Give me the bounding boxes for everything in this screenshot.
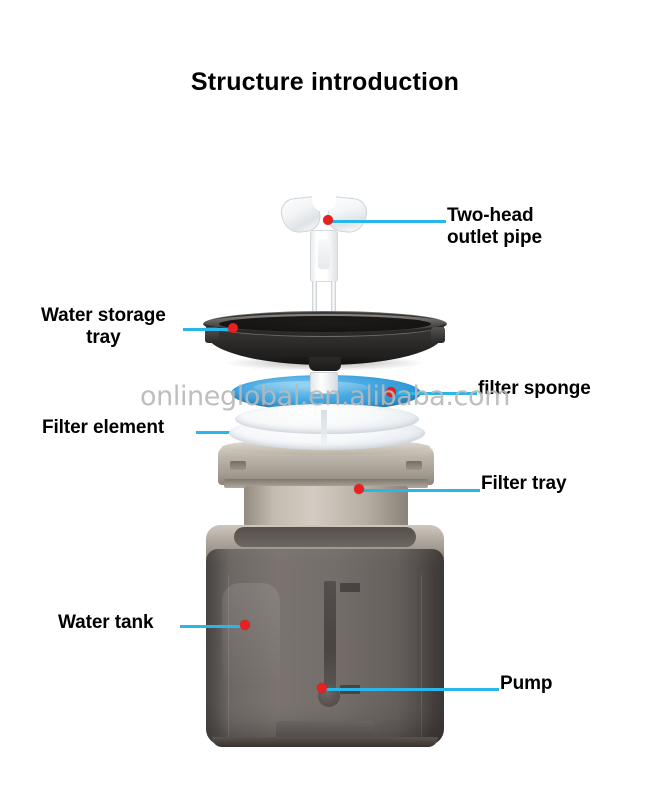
- water-tank-base: [212, 737, 438, 747]
- filter-element-upper-pad: [235, 404, 419, 434]
- filter-element-seam: [321, 410, 327, 444]
- hotspot-filter-sponge[interactable]: [386, 387, 396, 397]
- page-title: Structure introduction: [190, 68, 460, 96]
- outlet-pipe-stem: [310, 230, 338, 282]
- water-tank-edge-left: [228, 575, 229, 767]
- outlet-pipe-leg-left: [312, 281, 317, 316]
- part-filter-element[interactable]: [229, 404, 425, 452]
- callout-label-two-head-outlet-pipe: Two-head outlet pipe: [447, 205, 542, 249]
- callout-label-filter-tray: Filter tray: [481, 473, 567, 494]
- hotspot-two-head-outlet-pipe[interactable]: [323, 215, 333, 225]
- storage-tray-spout: [309, 357, 341, 371]
- filter-tray-clip-left: [230, 461, 246, 470]
- outlet-pipe-notch: [312, 196, 336, 212]
- water-tank-gloss: [222, 583, 280, 733]
- leader-line-filter-sponge: [391, 392, 477, 395]
- callout-label-pump: Pump: [500, 673, 553, 694]
- leader-line-two-head-outlet-pipe: [328, 220, 446, 223]
- leader-line-water-tank: [180, 625, 245, 628]
- water-tank-mouth: [234, 527, 416, 547]
- outlet-pipe-leg-right: [331, 281, 336, 316]
- water-level-indicator: [324, 581, 336, 691]
- water-tank-edge-right: [421, 575, 422, 767]
- filter-tray-lip: [224, 479, 428, 488]
- hotspot-water-storage-tray[interactable]: [228, 323, 238, 333]
- water-tank-foot: [276, 721, 374, 741]
- hotspot-pump[interactable]: [317, 683, 327, 693]
- callout-label-water-storage-tray: Water storage tray: [41, 305, 166, 349]
- leader-line-filter-tray: [359, 489, 480, 492]
- part-pipe-connector: [310, 372, 338, 394]
- callout-label-filter-sponge: filter sponge: [478, 378, 591, 399]
- leader-line-water-storage-tray: [183, 328, 233, 331]
- callout-label-filter-element: Filter element: [42, 417, 165, 438]
- part-water-tank[interactable]: [206, 525, 444, 767]
- storage-tray-tab-left: [205, 327, 219, 343]
- hotspot-water-tank[interactable]: [240, 620, 250, 630]
- callout-label-water-tank: Water tank: [58, 612, 154, 633]
- storage-tray-tab-right: [431, 327, 445, 343]
- hotspot-filter-tray[interactable]: [354, 484, 364, 494]
- storage-tray-inner-basin: [219, 316, 431, 332]
- leader-line-pump: [322, 688, 499, 691]
- part-two-head-outlet-pipe[interactable]: [276, 196, 372, 316]
- water-level-max-mark: [340, 583, 360, 592]
- filter-tray-clip-right: [406, 461, 422, 470]
- outlet-pipe-head: [276, 196, 372, 238]
- part-water-storage-tray[interactable]: [203, 311, 447, 373]
